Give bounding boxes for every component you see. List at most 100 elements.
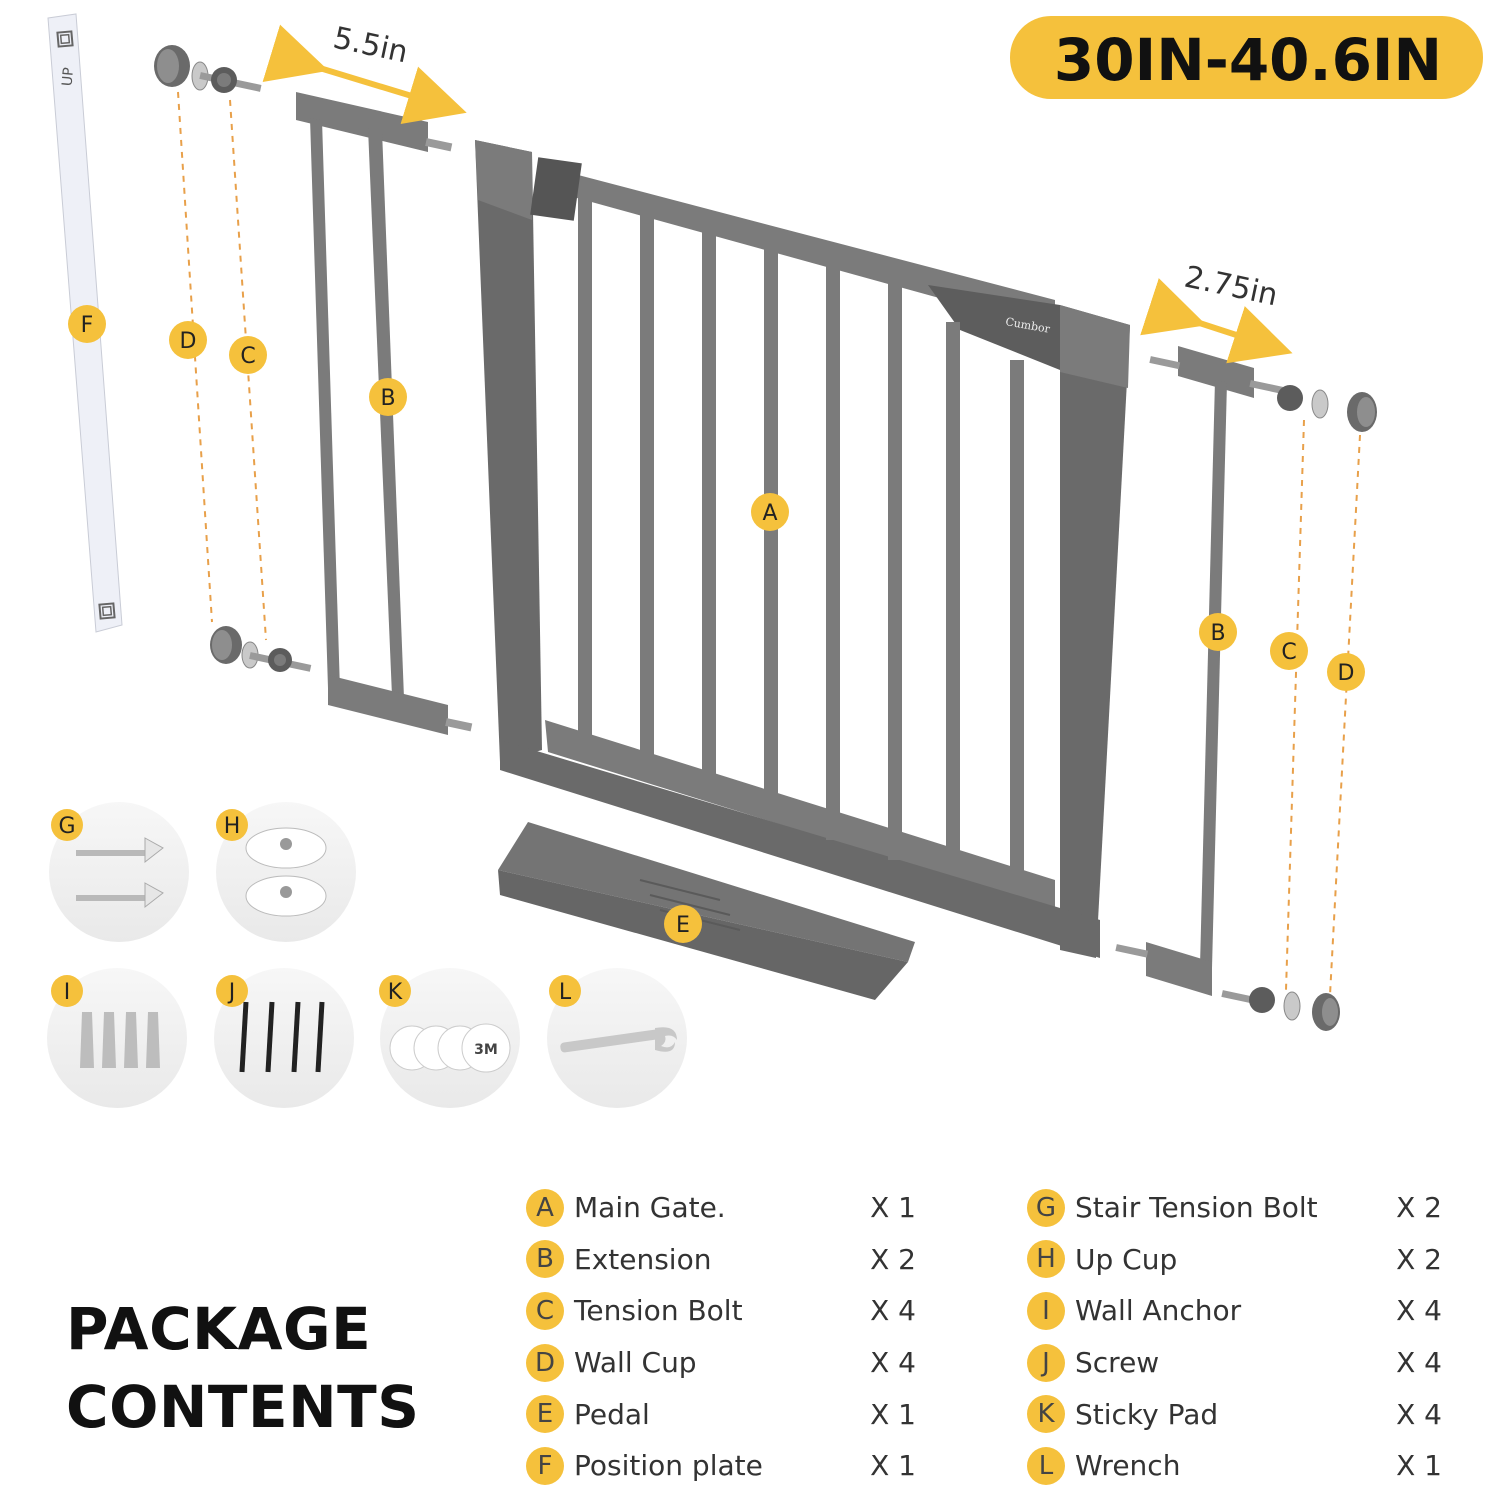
list-item: D Wall Cup X 4 [526, 1337, 916, 1389]
list-item: F Position plate X 1 [526, 1440, 916, 1492]
tension-bolt-bottom-left [241, 641, 312, 672]
list-item: L Wrench X 1 [1027, 1440, 1442, 1492]
badge-e: E [664, 905, 702, 943]
accessory-sticky-pad: 3M K [379, 968, 520, 1108]
svg-text:K: K [388, 980, 403, 1005]
item-letter: E [526, 1395, 564, 1434]
list-item: A Main Gate. X 1 [526, 1182, 916, 1234]
item-qty: X 4 [1396, 1397, 1442, 1431]
accessory-stair-tension-bolt: G [49, 802, 189, 942]
item-name: Wall Cup [574, 1346, 697, 1380]
svg-text:2.75in: 2.75in [1181, 260, 1280, 314]
wall-cup-top-right [1347, 392, 1377, 432]
svg-text:A: A [762, 501, 777, 526]
badge-d-right: D [1327, 653, 1365, 691]
svg-text:5.5in: 5.5in [330, 21, 411, 71]
title-line-2: CONTENTS [66, 1373, 420, 1441]
svg-text:E: E [676, 913, 690, 938]
item-name: Pedal [574, 1397, 650, 1431]
accessory-screw: J [214, 968, 354, 1108]
item-name: Wrench [1075, 1449, 1181, 1483]
item-qty: X 1 [1396, 1449, 1442, 1483]
badge-b-left: B [369, 378, 407, 416]
item-letter: K [1027, 1395, 1065, 1434]
item-letter: L [1027, 1446, 1065, 1485]
item-name: Tension Bolt [574, 1294, 743, 1328]
list-item: G Stair Tension Bolt X 2 [1027, 1182, 1442, 1234]
wall-cup-top-left [154, 45, 190, 87]
item-letter: A [526, 1188, 564, 1227]
list-item: E Pedal X 1 [526, 1388, 916, 1440]
item-qty: X 4 [1396, 1346, 1442, 1380]
accessory-wrench: L [547, 968, 687, 1108]
pedal [498, 822, 915, 1000]
list-item: H Up Cup X 2 [1027, 1234, 1442, 1286]
dimension-5-5in: 5.5in [262, 21, 467, 124]
item-name: Extension [574, 1242, 712, 1276]
item-qty: X 4 [870, 1294, 916, 1328]
badge-c-right: C [1270, 632, 1308, 670]
item-letter: F [526, 1446, 564, 1485]
item-name: Screw [1075, 1346, 1160, 1380]
svg-text:F: F [81, 313, 94, 338]
accessory-up-cup: H [216, 802, 356, 942]
badge-f: F [68, 305, 106, 343]
size-range-pill: 30IN-40.6IN [1010, 16, 1483, 99]
tension-bolt-top-right [1249, 380, 1329, 419]
list-item: I Wall Anchor X 4 [1027, 1285, 1442, 1337]
svg-text:D: D [1338, 661, 1355, 686]
svg-text:L: L [559, 980, 572, 1005]
svg-text:B: B [1210, 621, 1225, 646]
item-letter: B [526, 1240, 564, 1279]
item-name: Stair Tension Bolt [1075, 1191, 1318, 1225]
wall-cup-bottom-right [1312, 993, 1340, 1031]
svg-text:C: C [240, 344, 255, 369]
svg-text:30IN-40.6IN: 30IN-40.6IN [1054, 26, 1442, 94]
item-qty: X 4 [870, 1346, 916, 1380]
badge-d-left: D [169, 321, 207, 359]
item-letter: J [1027, 1343, 1065, 1382]
item-letter: I [1027, 1291, 1065, 1330]
svg-text:3M: 3M [474, 1042, 498, 1058]
item-qty: X 4 [1396, 1294, 1442, 1328]
svg-text:I: I [64, 980, 71, 1005]
item-name: Wall Anchor [1075, 1294, 1242, 1328]
item-name: Sticky Pad [1075, 1397, 1219, 1431]
item-name: Main Gate. [574, 1191, 726, 1225]
item-qty: X 2 [1396, 1191, 1442, 1225]
svg-text:J: J [227, 980, 236, 1005]
svg-text:B: B [380, 386, 395, 411]
item-qty: X 2 [1396, 1242, 1442, 1276]
tension-bolt-bottom-right [1221, 987, 1301, 1021]
list-item: J Screw X 4 [1027, 1337, 1442, 1389]
item-letter: C [526, 1291, 564, 1330]
contents-list-right: G Stair Tension Bolt X 2 H Up Cup X 2 I Wall … [1027, 1182, 1442, 1492]
svg-text:D: D [180, 329, 197, 354]
wall-cup-bottom-left [210, 626, 242, 664]
item-letter: H [1027, 1240, 1065, 1279]
badge-b-right: B [1199, 613, 1237, 651]
list-item: C Tension Bolt X 4 [526, 1285, 916, 1337]
badge-a: A [751, 493, 789, 531]
tension-bolt-top-left [191, 61, 262, 93]
dimension-2-75in: 2.75in [1140, 260, 1293, 364]
svg-text:UP: UP [59, 67, 77, 87]
svg-text:C: C [1281, 640, 1296, 665]
list-item: K Sticky Pad X 4 [1027, 1388, 1442, 1440]
item-letter: G [1027, 1188, 1065, 1227]
item-name: Position plate [574, 1449, 763, 1483]
page-title: PACKAGE CONTENTS [66, 1290, 419, 1446]
svg-text:H: H [224, 814, 241, 839]
item-name: Up Cup [1075, 1242, 1178, 1276]
title-line-1: PACKAGE [66, 1295, 372, 1363]
badge-c-left: C [229, 336, 267, 374]
item-qty: X 1 [870, 1449, 916, 1483]
svg-text:G: G [58, 814, 75, 839]
right-extension [1115, 346, 1254, 996]
item-qty: X 1 [870, 1191, 916, 1225]
item-qty: X 1 [870, 1397, 916, 1431]
item-letter: D [526, 1343, 564, 1382]
accessory-wall-anchor: I [47, 968, 187, 1108]
